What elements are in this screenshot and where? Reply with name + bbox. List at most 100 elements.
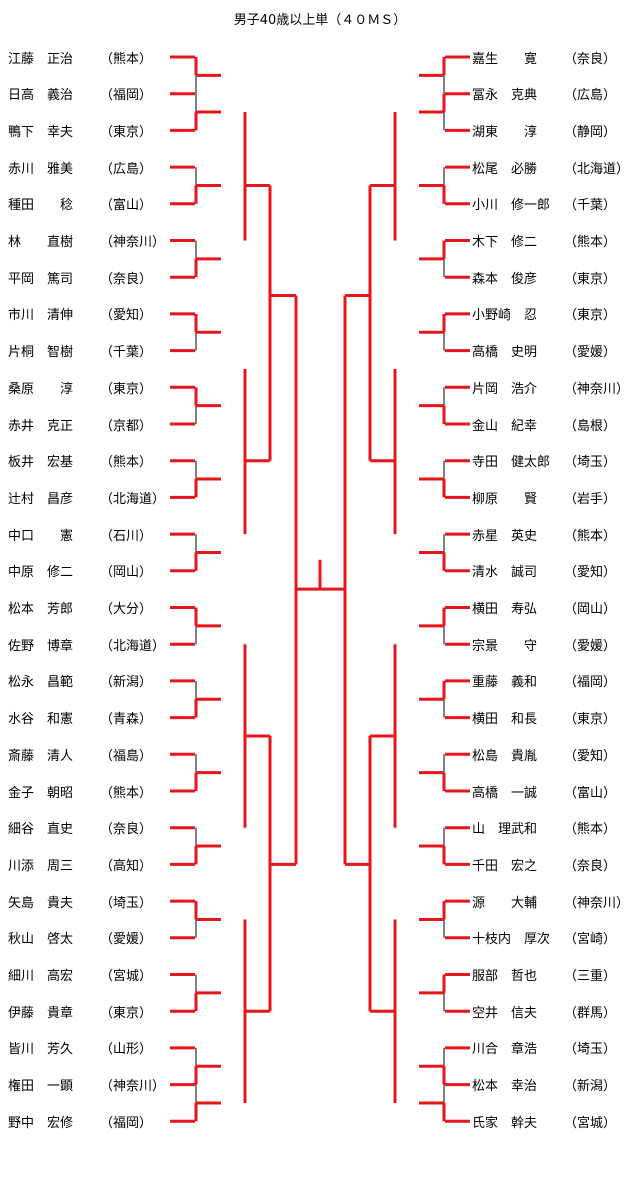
right-player-row: 松島 貴胤 （愛知） bbox=[472, 745, 640, 764]
player-name: 小川 修一郎 bbox=[472, 198, 551, 214]
left-player-row: 江藤 正治（熊本） bbox=[8, 48, 180, 67]
right-player-row: 宗景 守（愛媛） bbox=[472, 635, 640, 654]
player-name: 森本 俊彦 bbox=[472, 271, 538, 287]
player-name: 金山 紀幸 bbox=[472, 418, 538, 434]
player-prefecture: （神奈川） bbox=[100, 1079, 166, 1095]
right-player-row: 重藤 義和（福岡） bbox=[472, 672, 640, 690]
left-player-row: 権田 一顕（神奈川） bbox=[8, 1076, 180, 1094]
player-prefecture: （山形） bbox=[100, 1042, 153, 1058]
left-player-row: 松永 昌範（新潟） bbox=[8, 672, 180, 690]
player-prefecture: （愛知） bbox=[564, 565, 617, 581]
player-prefecture: （宮崎） bbox=[564, 932, 617, 948]
right-player-row: 寺田 健太郎（埼玉） bbox=[472, 452, 640, 470]
player-prefecture: （福岡） bbox=[100, 88, 153, 104]
player-prefecture: （北海道） bbox=[100, 491, 166, 507]
right-player-row: 横田 和長（東京） bbox=[472, 709, 640, 727]
right-player-row: 金山 紀幸 （島根） bbox=[472, 415, 640, 434]
player-prefecture: （東京） bbox=[100, 124, 153, 140]
left-player-row: 佐野 博章（北海道） bbox=[8, 635, 180, 654]
player-prefecture: （岡山） bbox=[100, 565, 153, 581]
left-player-row: 辻村 昌彦（北海道） bbox=[8, 488, 180, 507]
player-name: 横田 寿弘 bbox=[472, 602, 538, 617]
page-title: 男子40歳以上単（４０ＭＳ） bbox=[233, 13, 407, 28]
player-prefecture: （東京） bbox=[564, 308, 617, 324]
player-prefecture: （愛知） bbox=[564, 748, 617, 764]
player-prefecture: （熊本） bbox=[100, 51, 153, 67]
left-player-row: 金子 朝昭（熊本） bbox=[8, 782, 180, 801]
player-name: 松永 昌範 bbox=[8, 675, 74, 691]
left-player-row: 桑原 淳 （東京） bbox=[8, 378, 180, 397]
player-prefecture: （東京） bbox=[564, 271, 617, 287]
right-player-row: 山 理武和 （熊本） bbox=[472, 819, 640, 837]
player-name: 空井 信夫 bbox=[472, 1005, 538, 1021]
player-name: 川合 章浩 bbox=[472, 1042, 538, 1058]
left-player-row: 中口 憲 （石川） bbox=[8, 525, 180, 544]
player-name: 赤星 英史 bbox=[472, 528, 538, 544]
right-player-row: 小野崎 忍 （東京） bbox=[472, 305, 640, 323]
player-prefecture: （神奈川） bbox=[100, 235, 166, 250]
player-prefecture: （熊本） bbox=[564, 822, 617, 838]
right-player-row: 松本 幸治 （新潟） bbox=[472, 1076, 640, 1094]
player-name: 片桐 智樹 bbox=[8, 345, 74, 361]
right-player-row: 横田 寿弘 （岡山） bbox=[472, 599, 640, 617]
player-prefecture: （富山） bbox=[564, 785, 617, 801]
player-name: 寺田 健太郎 bbox=[472, 455, 551, 471]
right-player-row: 冨永 克典（広島） bbox=[472, 85, 640, 103]
player-name: 源 大輔 bbox=[472, 895, 538, 911]
left-player-row: 松本 芳郎 （大分） bbox=[8, 599, 180, 617]
player-name: 桑原 淳 bbox=[8, 381, 74, 397]
player-name: 山 理武和 bbox=[472, 822, 538, 838]
player-name: 金子 朝昭 bbox=[8, 785, 74, 801]
right-player-row: 片岡 浩介（神奈川） bbox=[472, 378, 640, 397]
player-name: 伊藤 貴章 bbox=[8, 1005, 74, 1021]
player-prefecture: （愛媛） bbox=[564, 638, 617, 654]
player-name: 小野崎 忍 bbox=[472, 308, 538, 324]
player-name: 松島 貴胤 bbox=[472, 748, 538, 764]
player-name: 松尾 必勝 bbox=[472, 161, 538, 177]
player-prefecture: （島根） bbox=[564, 418, 617, 434]
player-prefecture: （愛媛） bbox=[100, 932, 153, 948]
player-prefecture: （岡山） bbox=[564, 602, 617, 617]
left-player-row: 平岡 篤司（奈良） bbox=[8, 268, 180, 287]
player-prefecture: （福島） bbox=[100, 748, 153, 764]
player-name: 松本 芳郎 bbox=[8, 602, 74, 617]
player-name: 種田 稔 bbox=[8, 198, 74, 214]
player-name: 松本 幸治 bbox=[472, 1079, 538, 1095]
player-name: 佐野 博章 bbox=[8, 638, 74, 654]
right-player-row: 服部 哲也（三重） bbox=[472, 966, 640, 984]
left-player-row: 市川 清伸（愛知） bbox=[8, 305, 180, 323]
player-name: 高橋 史明 bbox=[472, 345, 538, 361]
right-player-row: 千田 宏之（奈良） bbox=[472, 855, 640, 874]
player-prefecture: （熊本） bbox=[564, 528, 617, 544]
player-prefecture: （東京） bbox=[100, 381, 153, 397]
player-prefecture: （大分） bbox=[100, 602, 153, 617]
player-name: 赤川 雅美 bbox=[8, 161, 74, 177]
player-name: 重藤 義和 bbox=[472, 675, 538, 691]
player-name: 野中 宏修 bbox=[8, 1115, 74, 1131]
player-prefecture: （東京） bbox=[564, 712, 617, 728]
player-name: 市川 清伸 bbox=[8, 308, 74, 324]
player-prefecture: （埼玉） bbox=[564, 1042, 617, 1058]
player-prefecture: （千葉） bbox=[100, 345, 153, 361]
right-player-row: 清水 誠司（愛知） bbox=[472, 562, 640, 580]
player-name: 矢島 貴夫 bbox=[8, 895, 74, 911]
right-player-row: 氏家 幹夫（宮城） bbox=[472, 1112, 640, 1131]
player-name: 日高 義治 bbox=[8, 88, 74, 104]
player-name: 湖東 淳 bbox=[472, 124, 538, 140]
player-name: 細谷 直史 bbox=[8, 822, 74, 838]
right-player-row: 小川 修一郎（千葉） bbox=[472, 195, 640, 213]
player-name: 嘉生 寛 bbox=[472, 51, 538, 67]
player-name: 中口 憲 bbox=[8, 528, 74, 544]
player-prefecture: （東京） bbox=[100, 1005, 153, 1021]
right-player-row: 松尾 必勝（北海道） bbox=[472, 158, 640, 177]
player-prefecture: （石川） bbox=[100, 528, 153, 544]
player-prefecture: （広島） bbox=[100, 161, 153, 177]
right-player-row: 湖東 淳（静岡） bbox=[472, 121, 640, 140]
player-name: 林 直樹 bbox=[8, 235, 74, 250]
left-player-row: 野中 宏修（福岡） bbox=[8, 1112, 180, 1131]
right-player-row: 高橋 史明（愛媛） bbox=[472, 342, 640, 360]
player-name: 秋山 啓太 bbox=[8, 932, 74, 948]
player-name: 中原 修二 bbox=[8, 565, 74, 581]
player-prefecture: （新潟） bbox=[564, 1079, 617, 1095]
player-name: 柳原 賢 bbox=[472, 491, 538, 507]
